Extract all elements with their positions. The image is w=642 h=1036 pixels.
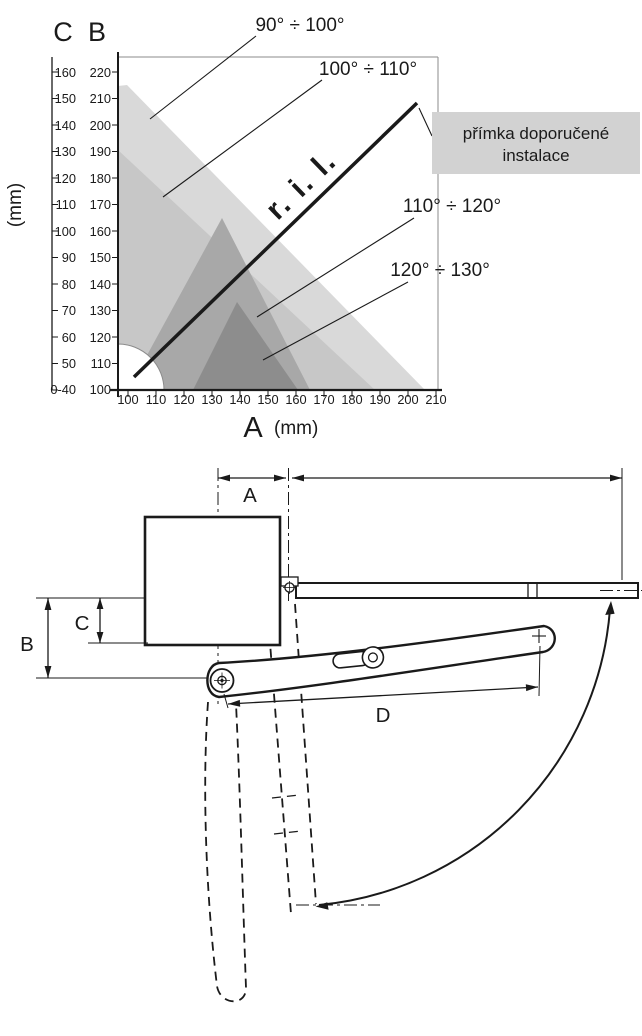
a-tick-label: 100 — [117, 392, 138, 407]
ril-line — [132, 101, 419, 379]
b-tick-label: 170 — [90, 197, 111, 212]
dim-d-label: D — [376, 704, 391, 727]
swing-arc-arrow-bottom — [315, 902, 329, 910]
dim-a-label: A — [243, 484, 257, 507]
b-tick-label: 200 — [90, 118, 111, 133]
swing-arc — [318, 608, 611, 906]
leader-120-130 — [262, 281, 409, 361]
arm-slot — [332, 646, 385, 669]
c-tick-label: 110 — [56, 197, 76, 212]
region-label-100-110: 100° ÷ 110° — [319, 59, 417, 80]
open-arm-dashed-right — [294, 603, 317, 905]
b-tick-label: 120 — [90, 330, 111, 345]
dim-d-arrow-right — [525, 684, 538, 692]
a-tick-label: 130 — [201, 392, 222, 407]
dim-b-label: B — [20, 633, 34, 656]
b-tick-label: 220 — [90, 65, 111, 80]
c-tick-label: 60 — [62, 330, 76, 345]
a-tick-label: 190 — [369, 392, 390, 407]
dim-c-arrow-bottom — [96, 632, 104, 643]
open-arm-dashed-left — [266, 603, 292, 915]
a-tick-label: 200 — [397, 392, 418, 407]
b-tick-label: 210 — [90, 91, 111, 106]
c-axis-ticks — [52, 71, 58, 391]
a-tick-label: 110 — [146, 392, 166, 407]
dim-d-arrow-left — [228, 699, 241, 707]
b-tick-label: 150 — [90, 250, 111, 265]
x-axis-ticks — [127, 390, 437, 397]
b-tick-label: 100 — [90, 382, 111, 397]
leader-100-110 — [162, 79, 323, 198]
arm-slot-hole — [367, 652, 378, 663]
b-axis-ticks — [112, 71, 118, 391]
dim-d-ext-left — [223, 693, 229, 709]
y-axis-unit: (mm) — [5, 183, 26, 227]
ril-callout-box — [432, 112, 640, 174]
dim-a-arrow-left — [218, 474, 230, 482]
b-tick-label: 130 — [90, 303, 111, 318]
c-tick-label: 130 — [55, 144, 76, 159]
a-tick-label: 120 — [173, 392, 194, 407]
dim-a-arrow-right — [274, 474, 286, 482]
open-gate-leaf-dashed — [204, 701, 247, 1003]
region-label-120-130: 120° ÷ 130° — [390, 260, 490, 281]
b-tick-label: 190 — [90, 144, 111, 159]
region-label-110-120: 110° ÷ 120° — [403, 196, 501, 217]
c-tick-label: 50 — [62, 356, 76, 371]
swing-arc-arrow-top — [605, 601, 615, 615]
b-tick-label: 180 — [90, 171, 111, 186]
a-tick-label: 180 — [341, 392, 362, 407]
c-tick-label: 120 — [55, 171, 76, 186]
a-tick-label: 210 — [425, 392, 446, 407]
dim-b-arrow-top — [44, 598, 52, 610]
ril-callout-line1: přímka doporučené — [463, 124, 609, 143]
technical-drawing: A B — [20, 468, 642, 1003]
a-tick-label: 150 — [257, 392, 278, 407]
c-tick-label: 160 — [55, 65, 76, 80]
gate-span-arrow-left — [292, 474, 304, 482]
c-tick-label: 150 — [55, 91, 76, 106]
dim-b-arrow-bottom — [44, 666, 52, 678]
installation-chart: r. i. l. 160 150 140 130 120 110 100 90 … — [5, 15, 640, 444]
b-tick-label: 140 — [90, 277, 111, 292]
motor-body — [143, 515, 282, 647]
c-tick-label: 100 — [55, 224, 76, 239]
axis-c-letter: C — [53, 17, 73, 47]
open-arm-dashed-rung1 — [271, 794, 300, 799]
open-arm-dashed-rung2 — [273, 830, 302, 835]
c-tick-label: 70 — [62, 303, 76, 318]
dim-c-arrow-top — [96, 598, 104, 609]
c-tick-label: 90 — [62, 250, 76, 265]
dim-d-ext-right — [538, 645, 541, 697]
arm-pivot-boss — [209, 668, 235, 693]
leader-ril-callout — [418, 107, 433, 137]
dim-c-label: C — [75, 612, 90, 635]
axis-a-letter: A — [243, 412, 263, 444]
leader-110-120 — [256, 217, 415, 318]
a-tick-label: 140 — [229, 392, 250, 407]
region-120-130 — [193, 302, 298, 390]
c-tick-label: 0-40 — [50, 382, 76, 397]
x-axis-unit: (mm) — [274, 418, 318, 439]
region-label-90-100: 90° ÷ 100° — [255, 15, 344, 36]
b-tick-label: 110 — [91, 356, 111, 371]
arm-slot-boss — [361, 646, 385, 669]
leader-90-100 — [149, 35, 257, 120]
a-tick-label: 170 — [313, 392, 334, 407]
gate-span-arrow-right — [610, 474, 622, 482]
gate-bar — [295, 582, 639, 599]
arm-pivot-center-dot — [220, 678, 224, 683]
c-tick-label: 80 — [62, 277, 76, 292]
a-tick-label: 160 — [285, 392, 306, 407]
axis-b-letter: B — [88, 17, 106, 47]
dim-d-line — [227, 686, 539, 705]
b-tick-label: 160 — [90, 224, 111, 239]
ril-callout-line2: instalace — [502, 146, 569, 165]
c-tick-label: 140 — [55, 118, 76, 133]
